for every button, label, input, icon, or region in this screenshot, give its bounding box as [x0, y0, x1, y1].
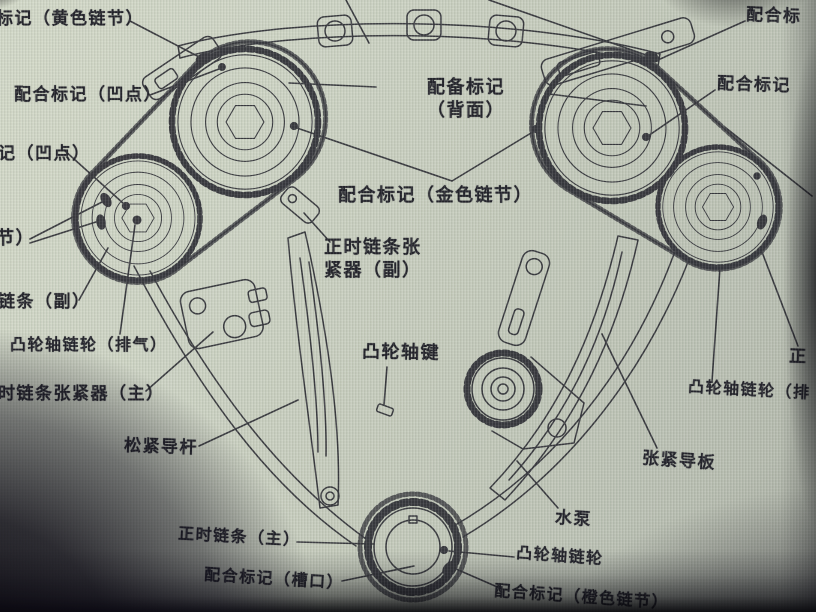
tension-guide-plate [489, 235, 639, 501]
label-tensioner-sub-line2: 紧器（副） [324, 259, 422, 280]
label-camshaft-key: 凸轮轴键 [361, 341, 441, 363]
chain-tensioner-sub [279, 186, 321, 224]
label-equip-mark-line1: 配备标记 [427, 77, 505, 97]
primary-chain [133, 253, 689, 603]
label-tensioner-main: 时链条张紧器（主） [0, 384, 165, 403]
label-tensioner-sub-line1: 正时链条张 [324, 237, 422, 257]
label-mating-mark-dimple-upper: 配合标记（凹点） [14, 85, 162, 104]
label-equip-mark-back: 配备标记 （背面） [378, 76, 554, 121]
label-mating-mark-gold-link: 配合标记（金色链节） [338, 185, 533, 205]
label-equip-mark-line2: （背面） [427, 99, 505, 120]
chain-tensioner-main [179, 278, 271, 350]
label-chain-sub: 链条（副） [0, 292, 91, 311]
label-yellow-link-mark: 标记（黄色链节） [0, 9, 144, 28]
label-water-pump: 水泵 [554, 507, 593, 530]
label-mating-mark-dimple-lower: 记（凹点） [0, 144, 91, 163]
label-link-end: 节） [0, 228, 35, 248]
camshaft-key [375, 403, 395, 417]
label-cam-sprocket-exhaust-left: 凸轮轴链轮（排气） [10, 337, 168, 354]
label-right-edge-partial: 正 [788, 346, 808, 367]
label-slack-guide: 松紧导杆 [123, 435, 199, 458]
label-mating-mark-top-right: 配合标 [745, 5, 802, 26]
cam-sprocket-intake-left [172, 49, 318, 195]
label-mating-mark-right: 配合标记 [716, 73, 792, 96]
cam-sprocket-exhaust-right [658, 147, 778, 267]
label-tensioner-sub: 正时链条张 紧器（副） [324, 236, 422, 281]
